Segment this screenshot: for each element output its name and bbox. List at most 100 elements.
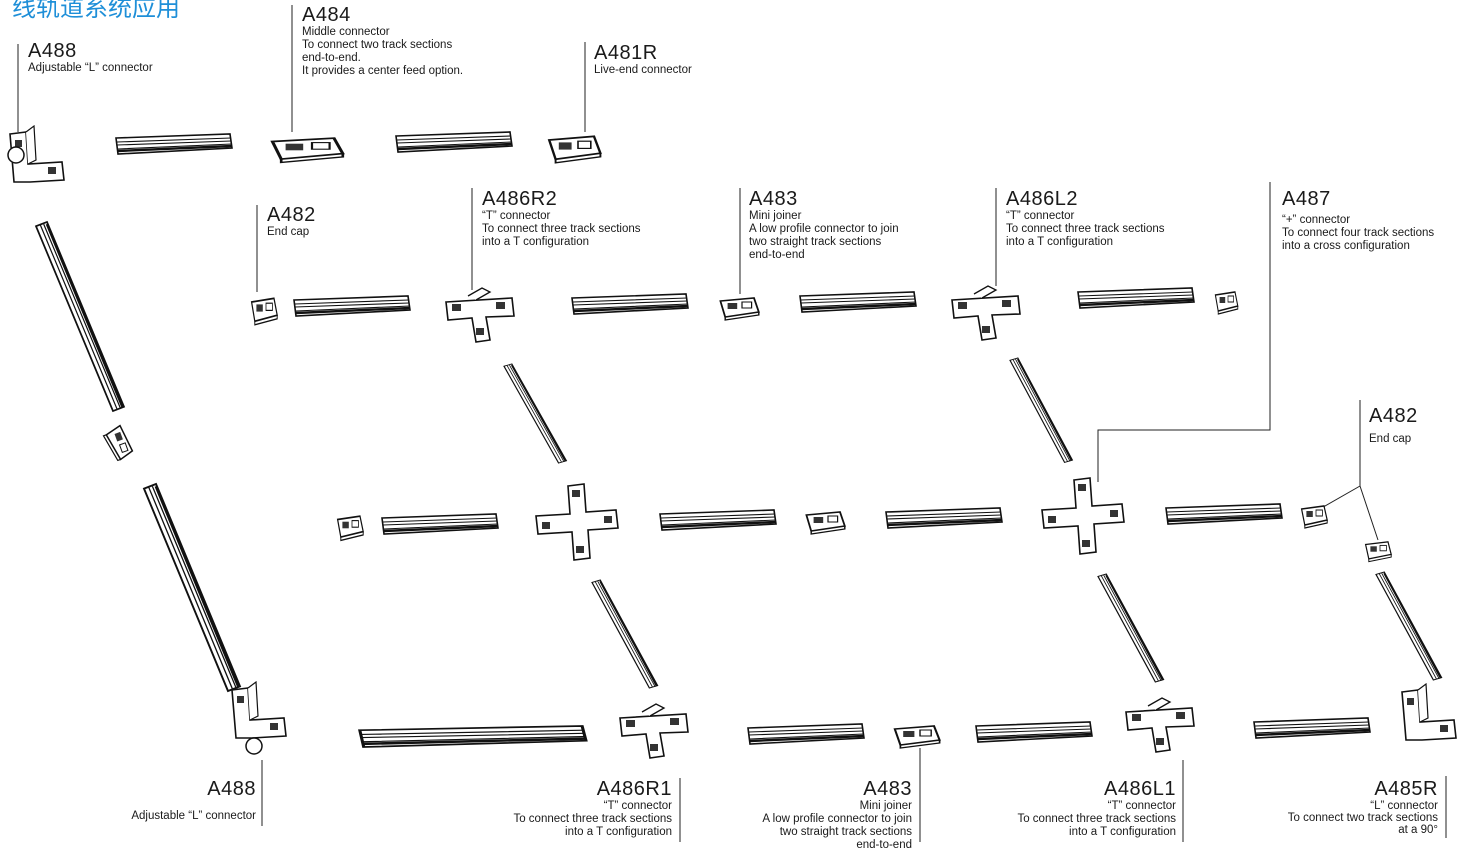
label-a482-left: A482 End cap — [267, 204, 316, 239]
tee-r1 — [619, 703, 689, 759]
part-desc: “L” connector — [1370, 800, 1438, 812]
rail-left-1 — [34, 220, 126, 413]
part-code: A482 — [267, 204, 316, 226]
end-cap-row3 — [336, 515, 365, 542]
part-desc: To connect three track sections — [1017, 813, 1176, 825]
end-cap-floating — [1364, 541, 1392, 563]
label-a488-top: A488 Adjustable “L” connector — [28, 40, 153, 75]
rail-row3-4 — [1164, 502, 1284, 526]
label-a483-top: A483 Mini joiner A low profile connector… — [749, 188, 899, 262]
part-desc: “T” connector — [1006, 210, 1075, 222]
tee-l2 — [951, 285, 1021, 341]
part-desc: End cap — [1369, 433, 1412, 445]
part-desc: To connect three track sections — [513, 813, 672, 825]
rail-diag-d — [1097, 573, 1165, 683]
l-connector-bottom — [231, 681, 287, 739]
part-code: A486R2 — [482, 188, 558, 210]
part-code: A488 — [207, 778, 256, 800]
part-desc: To connect four track sections — [1282, 227, 1435, 239]
part-desc: “+” connector — [1282, 214, 1351, 226]
part-desc: “T” connector — [603, 800, 672, 812]
end-cap-row3-right — [1300, 505, 1328, 529]
part-desc: A low profile connector to join — [749, 223, 899, 235]
part-desc: two straight track sections — [749, 236, 882, 248]
mini-joiner-row3 — [805, 511, 846, 535]
part-desc: Mini joiner — [859, 800, 912, 812]
label-a481r: A481R Live-end connector — [594, 42, 692, 77]
rail-bottom-2 — [746, 722, 866, 746]
part-desc: Mini joiner — [749, 210, 802, 222]
label-a486r2: A486R2 “T” connector To connect three tr… — [482, 188, 641, 249]
rail-row3-2 — [658, 508, 778, 532]
rail-top-2 — [394, 130, 514, 154]
part-desc: into a T configuration — [1069, 826, 1176, 838]
part-desc: A low profile connector to join — [762, 813, 912, 825]
page-title: 线轨道系统应用 — [12, 0, 180, 22]
rail-row2-4 — [1076, 286, 1196, 310]
rail-row2-1 — [292, 294, 412, 318]
part-desc: into a T configuration — [1006, 236, 1113, 248]
label-a488-bottom: A488 Adjustable “L” connector — [131, 778, 256, 823]
part-desc: It provides a center feed option. — [302, 65, 464, 77]
tee-l1 — [1125, 697, 1195, 753]
end-cap-row2 — [1214, 291, 1239, 315]
part-desc: end-to-end — [856, 839, 912, 851]
part-code: A485R — [1374, 778, 1438, 800]
part-desc: into a T configuration — [565, 826, 672, 838]
part-desc: Live-end connector — [594, 64, 692, 76]
part-desc: into a T configuration — [482, 236, 589, 248]
rail-bottom-1 — [360, 726, 586, 747]
part-desc: To connect three track sections — [1006, 223, 1165, 235]
part-desc: end-to-end. — [302, 52, 361, 64]
rail-row3-1 — [380, 512, 500, 536]
part-desc: End cap — [267, 226, 310, 238]
part-desc: Adjustable “L” connector — [28, 62, 153, 74]
rail-row2-2 — [570, 292, 690, 316]
rail-row3-3 — [884, 506, 1004, 530]
rail-diag-c — [591, 579, 659, 689]
part-desc: “T” connector — [1107, 800, 1176, 812]
part-code: A488 — [28, 40, 77, 62]
rail-row2-3 — [798, 290, 918, 314]
part-desc: To connect three track sections — [482, 223, 641, 235]
label-a484: A484 Middle connector To connect two tra… — [302, 4, 463, 78]
part-code: A486L2 — [1006, 188, 1078, 210]
label-a487: A487 “+” connector To connect four track… — [1282, 188, 1434, 253]
rail-left-2 — [142, 482, 242, 693]
part-code: A486L1 — [1104, 778, 1176, 800]
part-desc: Adjustable “L” connector — [131, 810, 256, 822]
part-desc: at a 90° — [1398, 824, 1438, 836]
cross-left — [535, 483, 619, 561]
part-desc: into a cross configuration — [1282, 240, 1410, 252]
mini-joiner-left — [101, 423, 135, 463]
part-code: A486R1 — [596, 778, 672, 800]
part-code: A481R — [594, 42, 658, 64]
label-a482-right: A482 End cap — [1369, 405, 1418, 446]
leader-lines — [17, 5, 1447, 842]
part-desc: To connect two track sections — [1287, 812, 1438, 824]
middle-connector — [270, 136, 345, 165]
rail-bottom-4 — [1252, 716, 1372, 740]
label-a486l1: A486L1 “T” connector To connect three tr… — [1017, 778, 1176, 839]
part-desc: two straight track sections — [779, 826, 912, 838]
label-a485r: A485R “L” connector To connect two track… — [1288, 778, 1438, 836]
label-a486r1: A486R1 “T” connector To connect three tr… — [513, 778, 672, 839]
part-desc: To connect two track sections — [302, 39, 453, 51]
part-desc: Middle connector — [302, 26, 390, 38]
rail-top-1 — [114, 132, 234, 156]
label-a483-bottom: A483 Mini joiner A low profile connector… — [762, 778, 912, 852]
rail-diag-e — [1375, 571, 1443, 681]
part-desc: end-to-end — [749, 249, 805, 261]
rail-bottom-3 — [974, 720, 1094, 744]
part-code: A484 — [302, 4, 351, 26]
part-desc: “T” connector — [482, 210, 551, 222]
cross-right — [1041, 477, 1125, 555]
label-a486l2: A486L2 “T” connector To connect three tr… — [1006, 188, 1165, 249]
part-code: A482 — [1369, 405, 1418, 427]
l-connector-bottom-right — [1401, 683, 1457, 741]
part-code: A483 — [863, 778, 912, 800]
rail-diag-a — [503, 363, 568, 464]
mini-joiner-bottom — [893, 724, 941, 750]
tee-r2 — [445, 287, 515, 343]
